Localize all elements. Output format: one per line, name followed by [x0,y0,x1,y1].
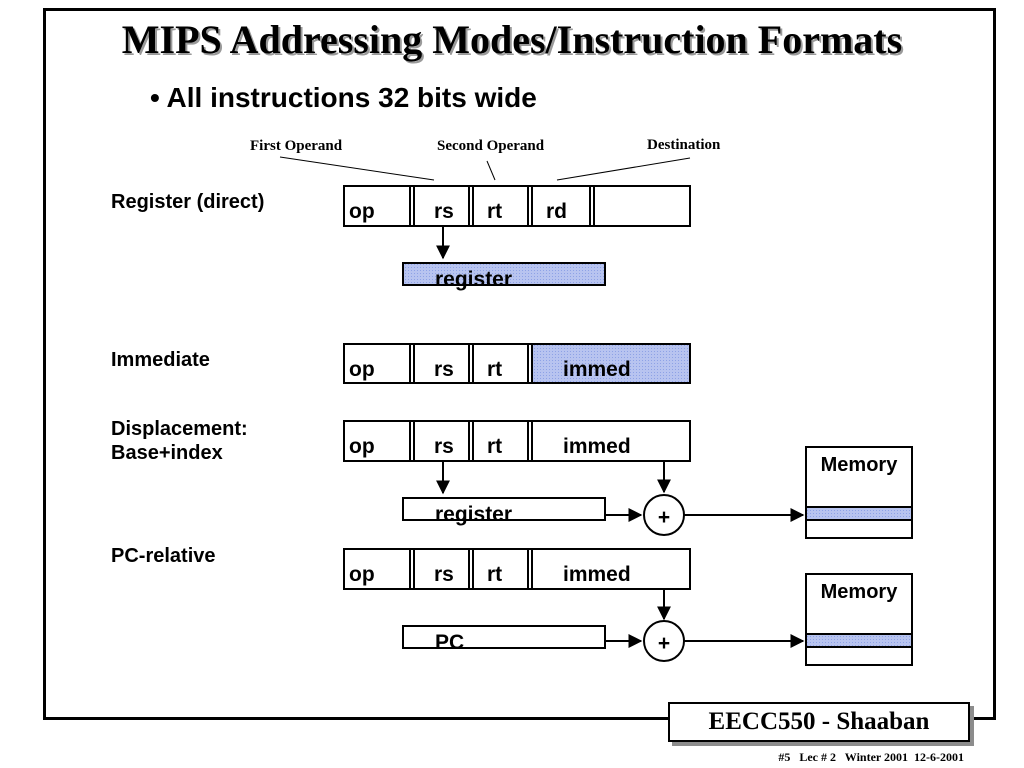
register-label: register [435,503,512,526]
slide-title: MIPS Addressing Modes/Instruction Format… [121,17,903,62]
immed-field-highlight [532,344,690,383]
field-immed: immed [563,435,631,458]
second-operand-pointer [486,160,496,181]
displacement-format: op rs rt immed register + Memory [343,420,913,539]
instruction-word [343,548,691,590]
pc-relative-format: op rs rt immed PC + Memory [343,548,913,666]
label-second-operand: Second Operand [437,138,545,154]
field-rd: rd [546,200,567,223]
memory-cell-highlight [805,633,913,648]
adder-plus: + [658,506,670,529]
adder-plus: + [658,632,670,655]
field-op: op [349,435,375,458]
register-box [402,262,606,286]
memory-box [805,446,913,539]
field-immed: immed [563,563,631,586]
field-op: op [349,563,375,586]
mode-displacement-line1: Displacement: [111,418,248,440]
field-rs: rs [434,358,454,381]
field-rt: rt [487,358,502,381]
field-rs: rs [434,200,454,223]
label-destination: Destination [647,137,721,153]
field-op: op [349,358,375,381]
first-operand-pointer [279,156,435,181]
field-rs: rs [434,563,454,586]
mode-pc-relative: PC-relative [111,545,216,567]
memory-cell-highlight [805,506,913,521]
pc-label: PC [435,631,464,654]
instruction-word [343,420,691,462]
memory-label: Memory [821,581,899,603]
register-direct-format: op rs rt rd register [343,185,691,291]
field-rt: rt [487,563,502,586]
label-first-operand: First Operand [250,138,343,154]
field-rt: rt [487,435,502,458]
slide-frame [43,8,996,720]
bullet-point: • All instructions 32 bits wide [150,82,537,113]
memory-box [805,573,913,666]
register-box [402,497,606,521]
field-rs: rs [434,435,454,458]
mode-displacement: Displacement: Base+index [111,417,248,465]
mode-displacement-line2: Base+index [111,442,223,464]
instruction-word [343,185,691,227]
mode-register-direct: Register (direct) [111,191,265,213]
footer-meta: #5 Lec # 2 Winter 2001 12-6-2001 [778,750,964,764]
instruction-word [343,343,691,384]
field-rt: rt [487,200,502,223]
immediate-format: op rs rt immed [343,343,691,384]
destination-pointer [556,157,691,181]
register-label: register [435,268,512,291]
field-immed: immed [563,358,631,381]
field-op: op [349,200,375,223]
memory-label: Memory [821,454,899,476]
pc-box [402,625,606,649]
footer-brand: EECC550 - Shaaban [708,708,930,735]
mode-immediate: Immediate [111,349,210,371]
footer-brand-box: EECC550 - Shaaban [668,702,970,742]
